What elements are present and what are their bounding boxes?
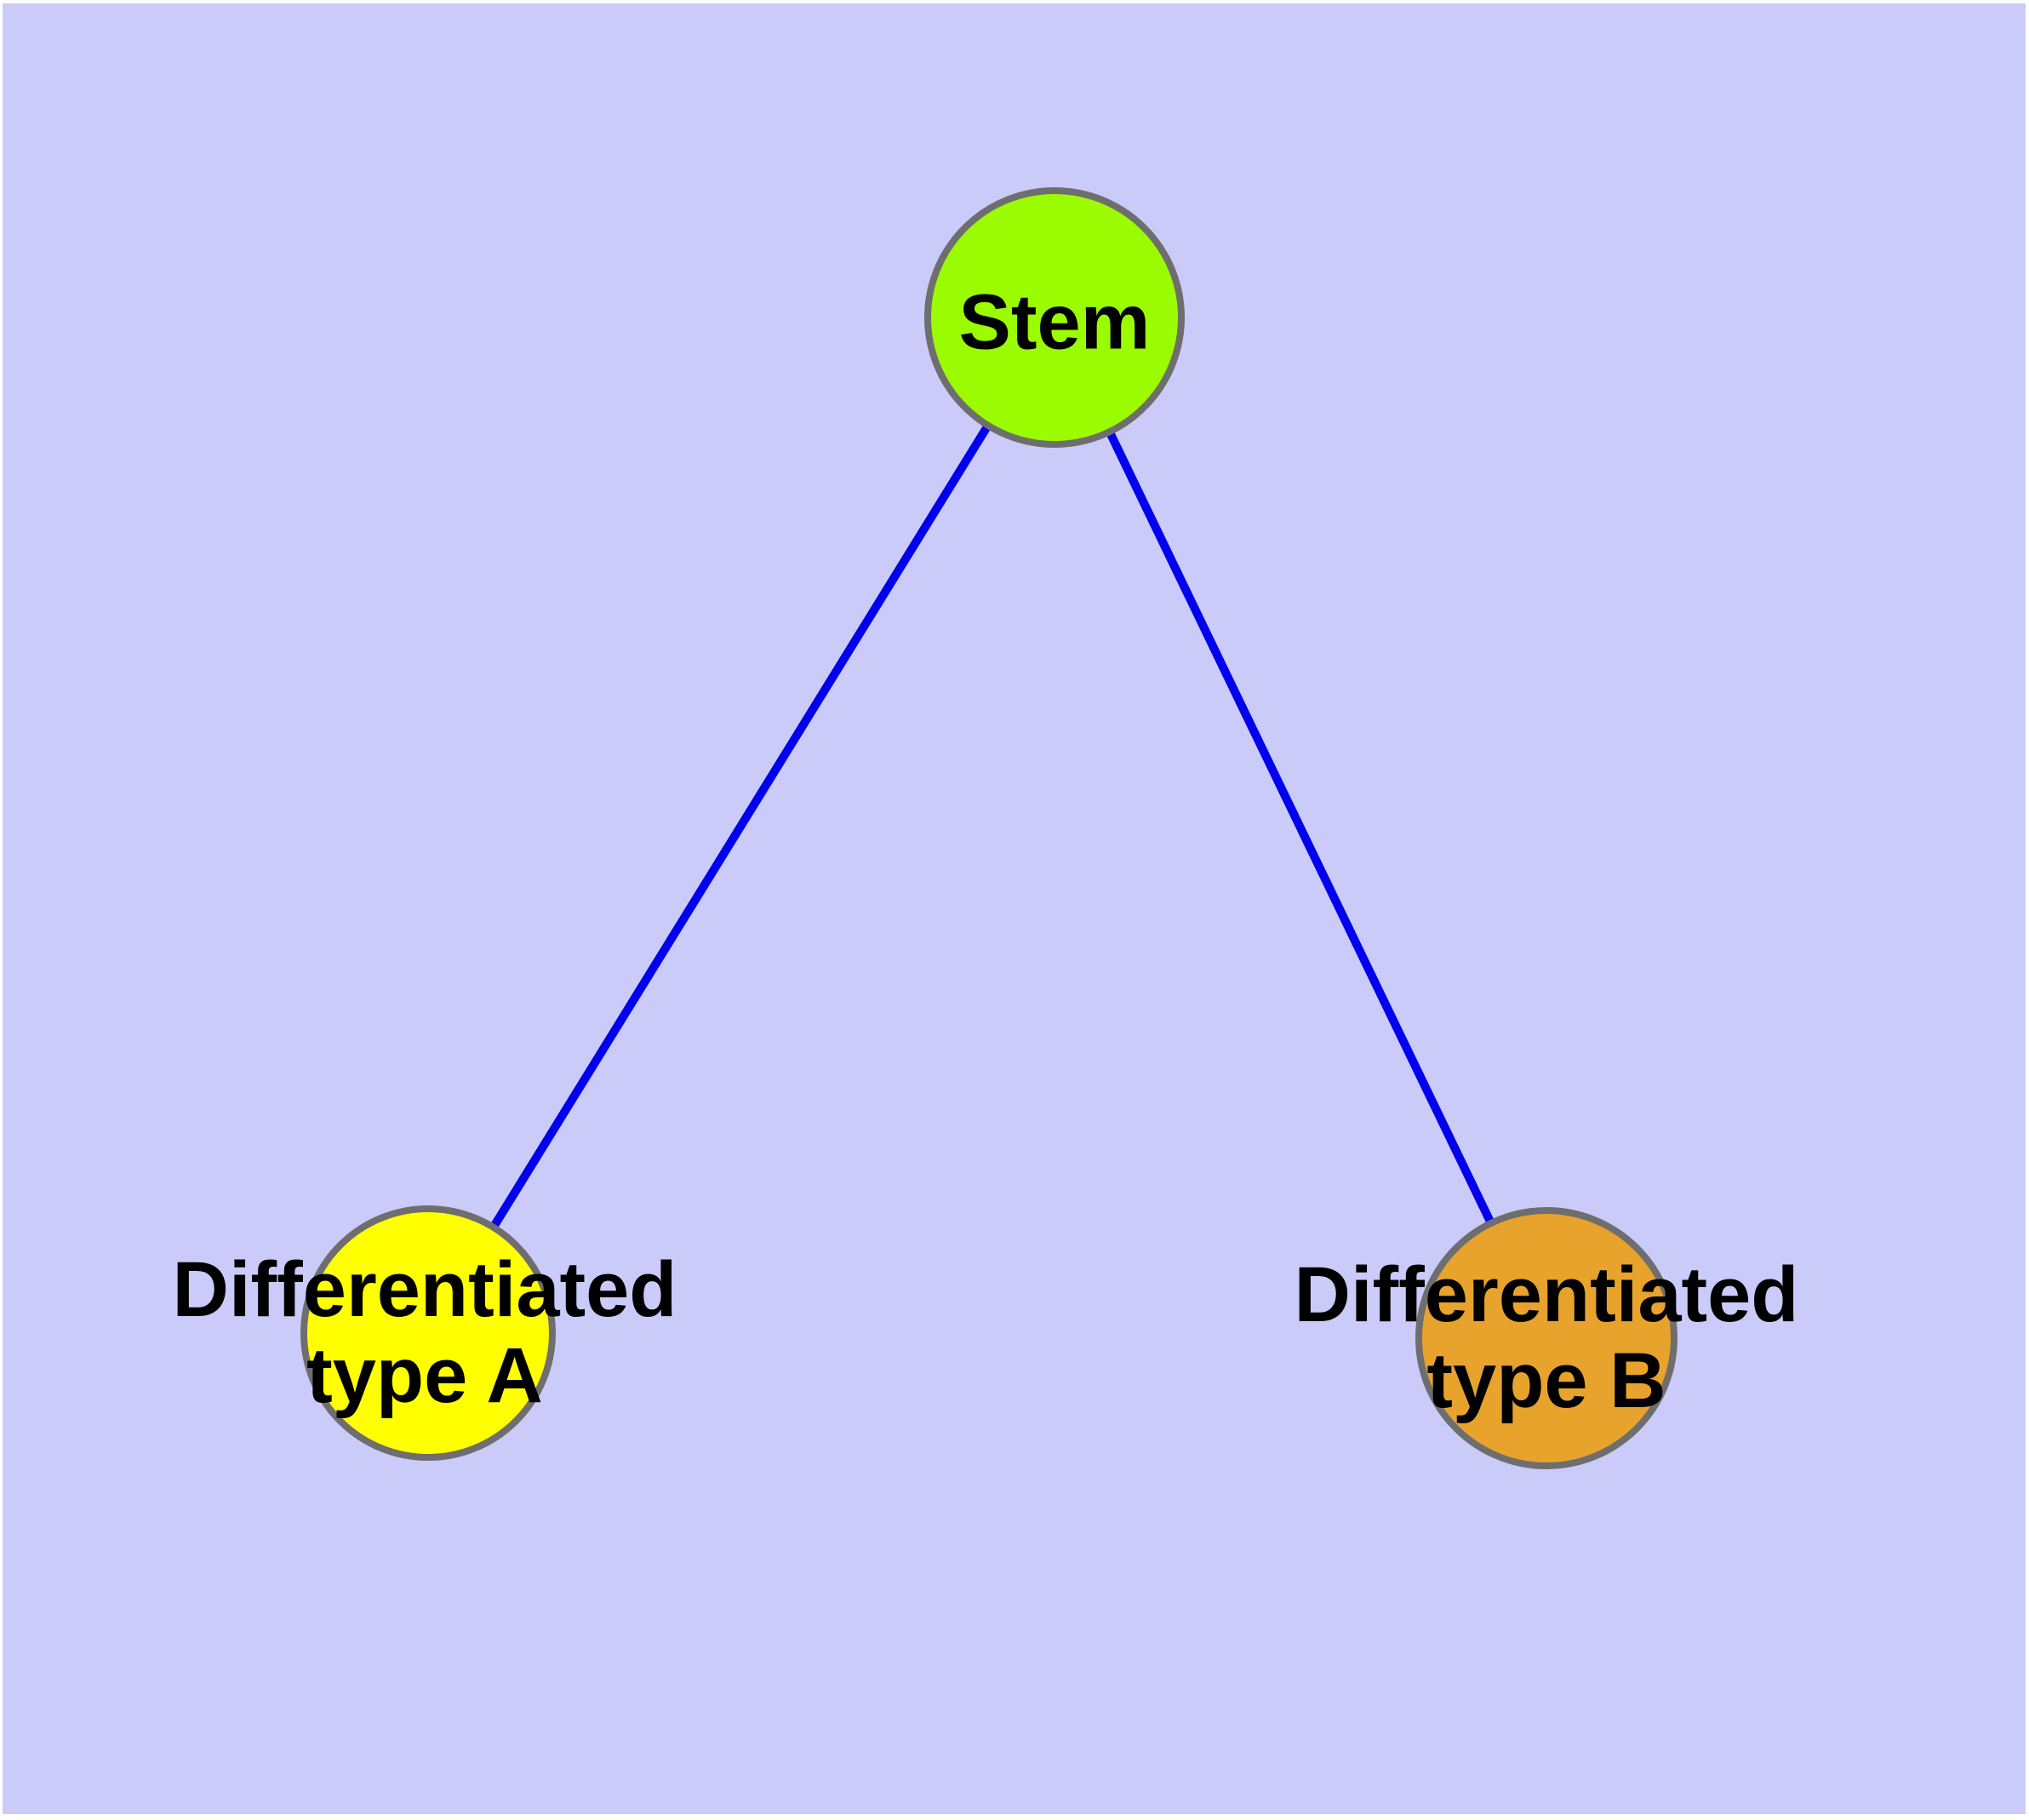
graph-svg xyxy=(300,187,1677,1469)
diagram-canvas: Stem Differentiated type A Differentiate… xyxy=(3,3,2026,1814)
node-differentiated-type-a-circle xyxy=(300,1205,556,1461)
node-stem-circle xyxy=(924,187,1185,448)
edge-stem-to-type-a xyxy=(424,315,1059,1336)
node-differentiated-type-b-circle xyxy=(1415,1207,1677,1469)
edge-stem-to-type-b xyxy=(1050,315,1551,1341)
